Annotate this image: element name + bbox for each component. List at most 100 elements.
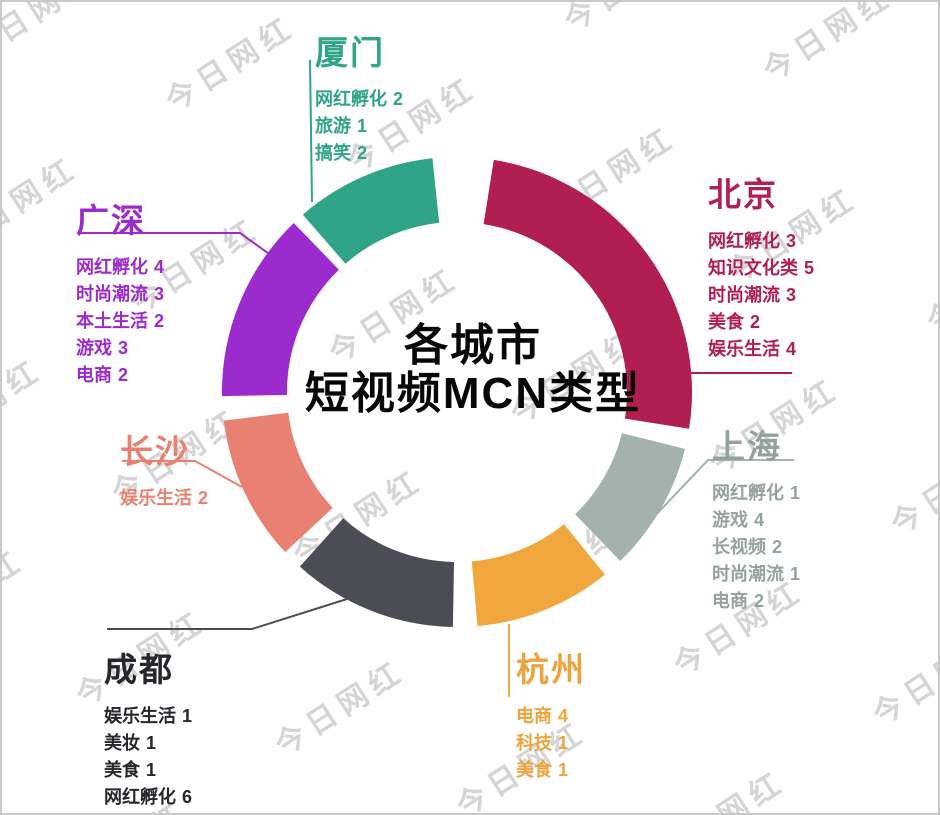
mcn-type-label: 游戏 (76, 338, 112, 358)
mcn-type-label: 科技 (516, 733, 552, 753)
mcn-type-count: 2 (772, 537, 783, 557)
mcn-type-count: 1 (790, 483, 801, 503)
mcn-type-label: 知识文化类 (708, 258, 798, 278)
city-name: 广深 (76, 202, 146, 239)
city-block-广深: 广深网红孵化 4 时尚潮流 3 本土生活 2 游戏 3 电商 2 (76, 194, 164, 389)
mcn-type-label: 旅游 (315, 116, 351, 136)
leader-line-厦门 (309, 59, 313, 203)
mcn-type-count: 6 (182, 787, 193, 807)
chart-title-line2: 短视频MCN类型 (304, 368, 642, 418)
donut-segment-杭州 (471, 524, 605, 627)
mcn-type-count: 1 (558, 760, 569, 780)
city-name: 成都 (104, 651, 174, 688)
mcn-type-count: 4 (558, 706, 569, 726)
mcn-type-label: 娱乐生活 (120, 488, 192, 508)
city-name: 上海 (712, 428, 782, 465)
mcn-type-count: 3 (786, 285, 797, 305)
mcn-type-count: 1 (790, 564, 801, 584)
mcn-type-item: 时尚潮流 1 (712, 561, 800, 588)
mcn-type-label: 娱乐生活 (708, 339, 780, 359)
mcn-type-count: 1 (182, 706, 193, 726)
mcn-type-count: 2 (357, 143, 368, 163)
mcn-type-item: 搞笑 2 (315, 140, 403, 167)
leader-line-广深 (78, 232, 291, 270)
donut-segment-长沙 (223, 412, 333, 553)
mcn-type-item: 时尚潮流 3 (76, 281, 164, 308)
donut-segment-广深 (221, 223, 339, 397)
mcn-type-item: 网红孵化 4 (76, 254, 164, 281)
mcn-type-item: 网红孵化 6 (104, 784, 192, 811)
mcn-type-label: 电商 (76, 365, 112, 385)
city-name: 长沙 (120, 433, 190, 470)
mcn-type-count: 2 (393, 89, 404, 109)
mcn-type-label: 网红孵化 (315, 89, 387, 109)
mcn-type-count: 3 (154, 284, 165, 304)
mcn-type-item: 游戏 3 (76, 335, 164, 362)
chart-title-line1: 各城市 (404, 321, 542, 370)
leader-line-长沙 (122, 460, 243, 488)
mcn-type-label: 时尚潮流 (76, 284, 148, 304)
mcn-type-count: 4 (786, 339, 797, 359)
mcn-type-count: 3 (118, 338, 129, 358)
mcn-type-item: 知识文化类 5 (708, 255, 814, 282)
mcn-type-label: 网红孵化 (712, 483, 784, 503)
mcn-type-count: 4 (154, 257, 165, 277)
mcn-type-label: 网红孵化 (104, 787, 176, 807)
city-name: 杭州 (516, 651, 586, 688)
mcn-type-label: 网红孵化 (76, 257, 148, 277)
mcn-type-count: 1 (357, 116, 368, 136)
mcn-type-item: 娱乐生活 4 (708, 336, 814, 363)
mcn-type-item: 时尚潮流 3 (708, 282, 814, 309)
mcn-type-count: 5 (804, 258, 815, 278)
mcn-type-count: 2 (198, 488, 209, 508)
donut-segment-厦门 (302, 158, 440, 264)
leader-line-成都 (107, 598, 348, 630)
mcn-type-item: 长视频 2 (712, 534, 800, 561)
mcn-type-label: 美食 (516, 760, 552, 780)
mcn-type-label: 美食 (708, 312, 744, 332)
mcn-type-count: 2 (750, 312, 761, 332)
mcn-type-item: 网红孵化 2 (315, 86, 403, 113)
donut-segment-成都 (299, 518, 454, 627)
city-name: 厦门 (315, 34, 385, 71)
mcn-type-count: 2 (154, 311, 165, 331)
leader-line-上海 (651, 459, 794, 520)
mcn-type-label: 电商 (712, 591, 748, 611)
mcn-type-label: 时尚潮流 (712, 564, 784, 584)
city-name: 北京 (708, 176, 778, 213)
mcn-type-count: 2 (118, 365, 129, 385)
mcn-type-label: 时尚潮流 (708, 285, 780, 305)
mcn-type-label: 搞笑 (315, 143, 351, 163)
mcn-type-label: 美妆 (104, 733, 140, 753)
mcn-type-count: 4 (754, 510, 765, 530)
city-block-厦门: 厦门网红孵化 2 旅游 1 搞笑 2 (315, 26, 403, 167)
donut-segment-上海 (575, 433, 685, 561)
mcn-type-label: 美食 (104, 760, 140, 780)
mcn-type-item: 娱乐生活 2 (120, 485, 208, 512)
mcn-type-item: 美食 2 (708, 309, 814, 336)
mcn-type-count: 1 (146, 760, 157, 780)
mcn-type-label: 本土生活 (76, 311, 148, 331)
mcn-type-item: 网红孵化 1 (712, 480, 800, 507)
mcn-type-label: 长视频 (712, 537, 766, 557)
mcn-type-item: 美食 1 (516, 757, 586, 784)
city-block-长沙: 长沙娱乐生活 2 (120, 425, 208, 512)
mcn-type-item: 本土生活 2 (76, 308, 164, 335)
chart-title: 各城市 短视频MCN类型 (243, 322, 703, 417)
mcn-type-item: 美食 1 (104, 757, 192, 784)
donut-segment-北京 (483, 159, 692, 429)
mcn-type-label: 网红孵化 (708, 231, 780, 251)
mcn-type-label: 娱乐生活 (104, 706, 176, 726)
